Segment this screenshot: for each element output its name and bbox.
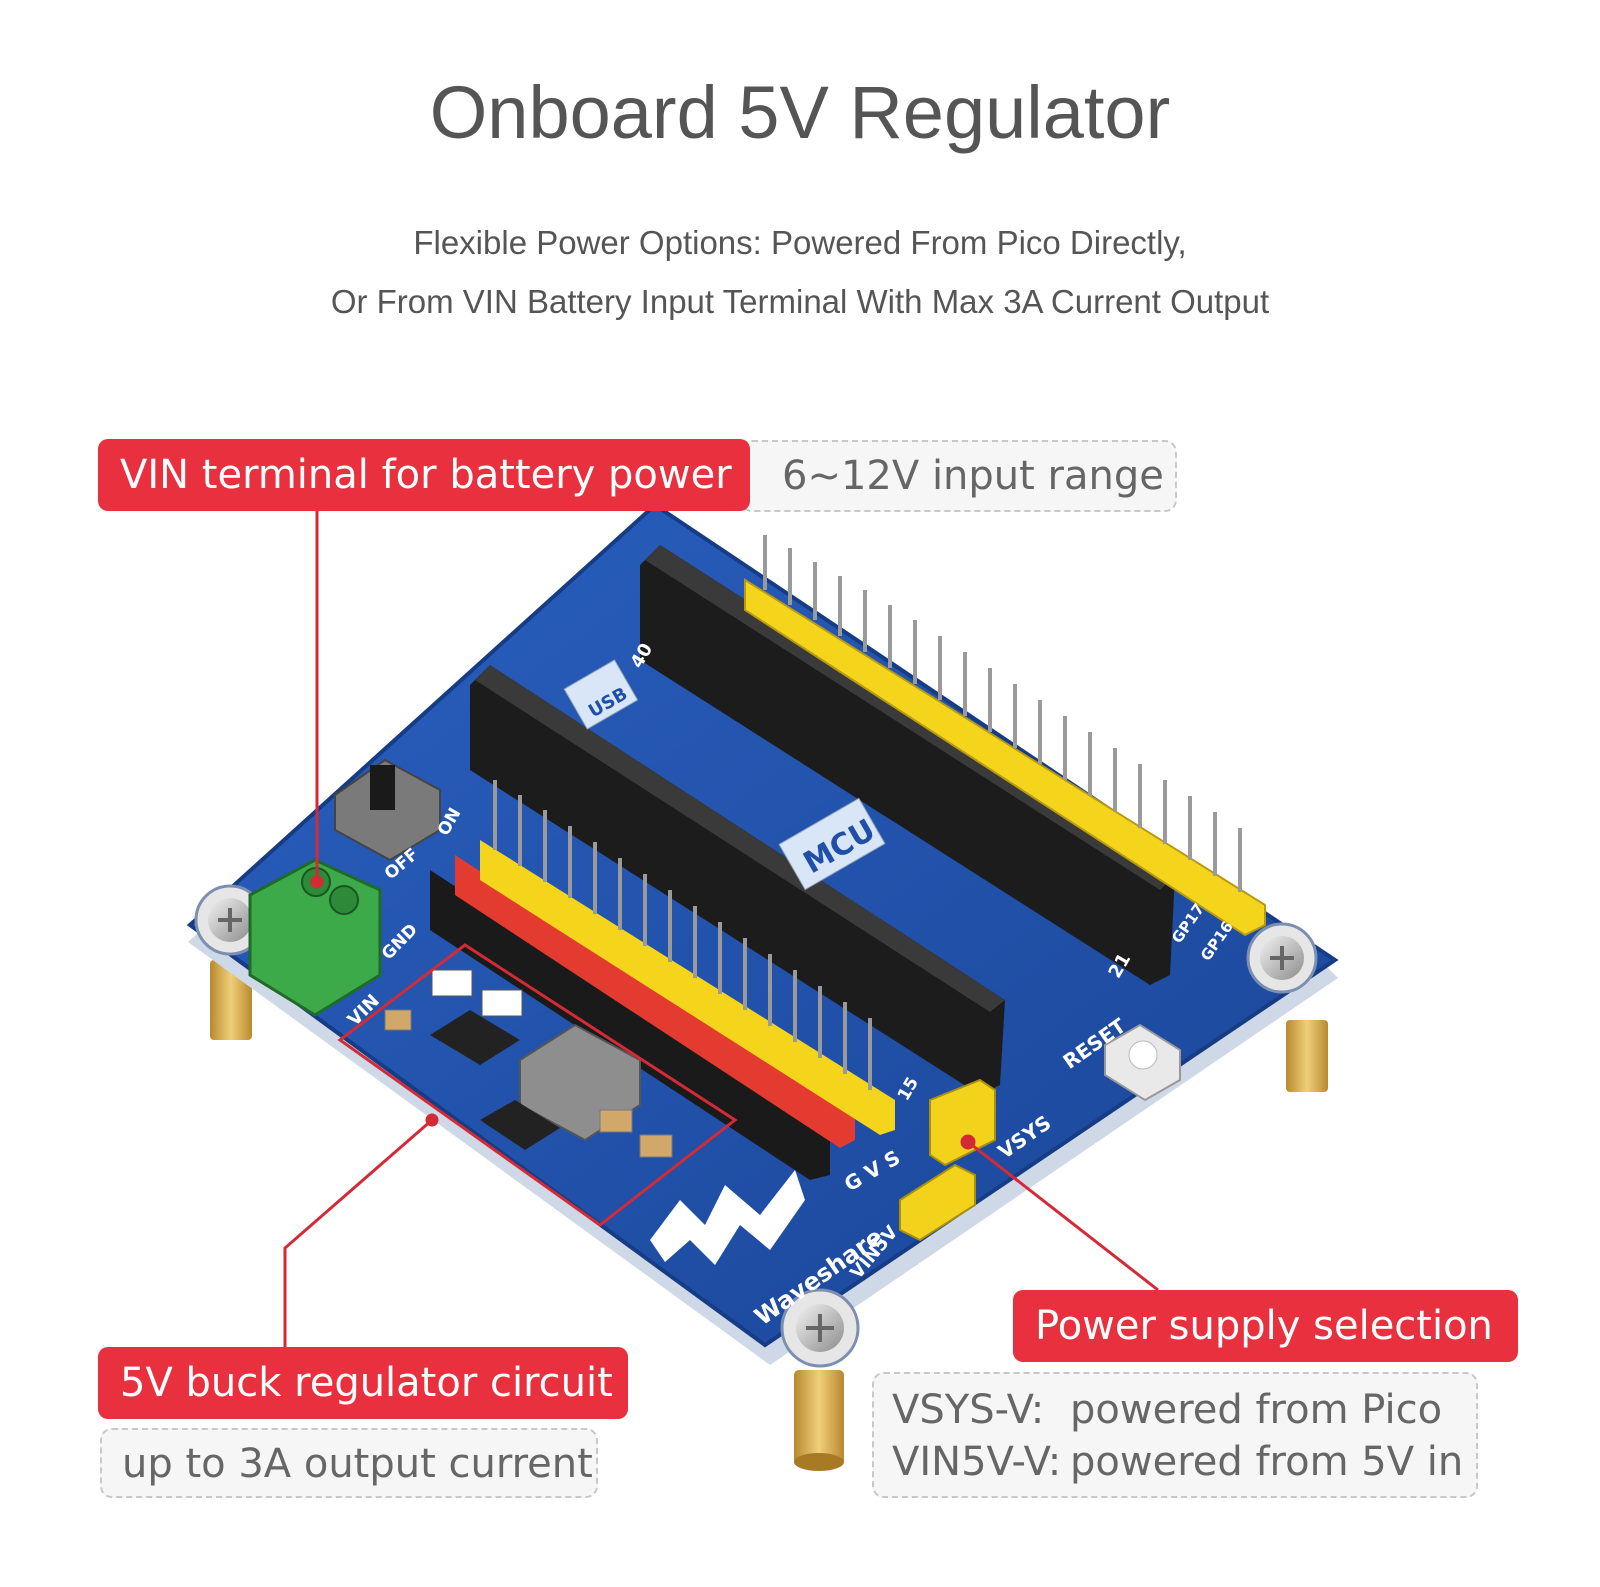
reset-button[interactable] bbox=[1104, 1023, 1181, 1102]
buck-detail-box: up to 3A output current bbox=[100, 1428, 598, 1498]
screws bbox=[194, 884, 1318, 1368]
power-select-row-vin5v: VIN5V-V: powered from 5V in bbox=[892, 1436, 1476, 1488]
power-select-key: VSYS-V: bbox=[892, 1387, 1045, 1433]
buck-highlight-frame bbox=[337, 943, 738, 1227]
yellow-pin-row-top bbox=[744, 535, 1266, 937]
power-select-row-vsys: VSYS-V: powered from Pico bbox=[892, 1384, 1476, 1436]
vin-callout-label: VIN terminal for battery power bbox=[98, 439, 750, 511]
power-select-value: powered from 5V in bbox=[1070, 1439, 1464, 1485]
page-title: Onboard 5V Regulator bbox=[429, 71, 1171, 154]
power-select-callout-label: Power supply selection bbox=[1013, 1290, 1518, 1362]
usb-sticker bbox=[563, 659, 639, 730]
vin-terminal-block bbox=[248, 858, 382, 1017]
servo-headers bbox=[430, 780, 895, 1180]
vin-detail-box: 6~12V input range bbox=[740, 440, 1177, 512]
leader-lines bbox=[283, 508, 1159, 1350]
vin-detail-text: 6~12V input range bbox=[782, 453, 1164, 499]
subtitle-line-1: Flexible Power Options: Powered From Pic… bbox=[413, 224, 1187, 261]
power-select-key: VIN5V-V: bbox=[892, 1439, 1062, 1485]
subtitle-line-2: Or From VIN Battery Input Terminal With … bbox=[330, 283, 1270, 320]
buck-regulator-components bbox=[384, 969, 673, 1158]
waveshare-logo-icon bbox=[650, 1170, 805, 1265]
power-select-detail-box: VSYS-V: powered from Pico VIN5V-V: power… bbox=[872, 1372, 1478, 1498]
power-switch[interactable] bbox=[334, 758, 441, 862]
mcu-sticker bbox=[778, 797, 886, 891]
buck-callout-label: 5V buck regulator circuit bbox=[98, 1347, 628, 1419]
power-select-value: powered from Pico bbox=[1070, 1387, 1443, 1433]
power-select-jumper[interactable] bbox=[899, 1078, 996, 1242]
pico-header-bottom bbox=[470, 665, 1005, 1095]
buck-detail-text: up to 3A output current bbox=[122, 1441, 593, 1487]
